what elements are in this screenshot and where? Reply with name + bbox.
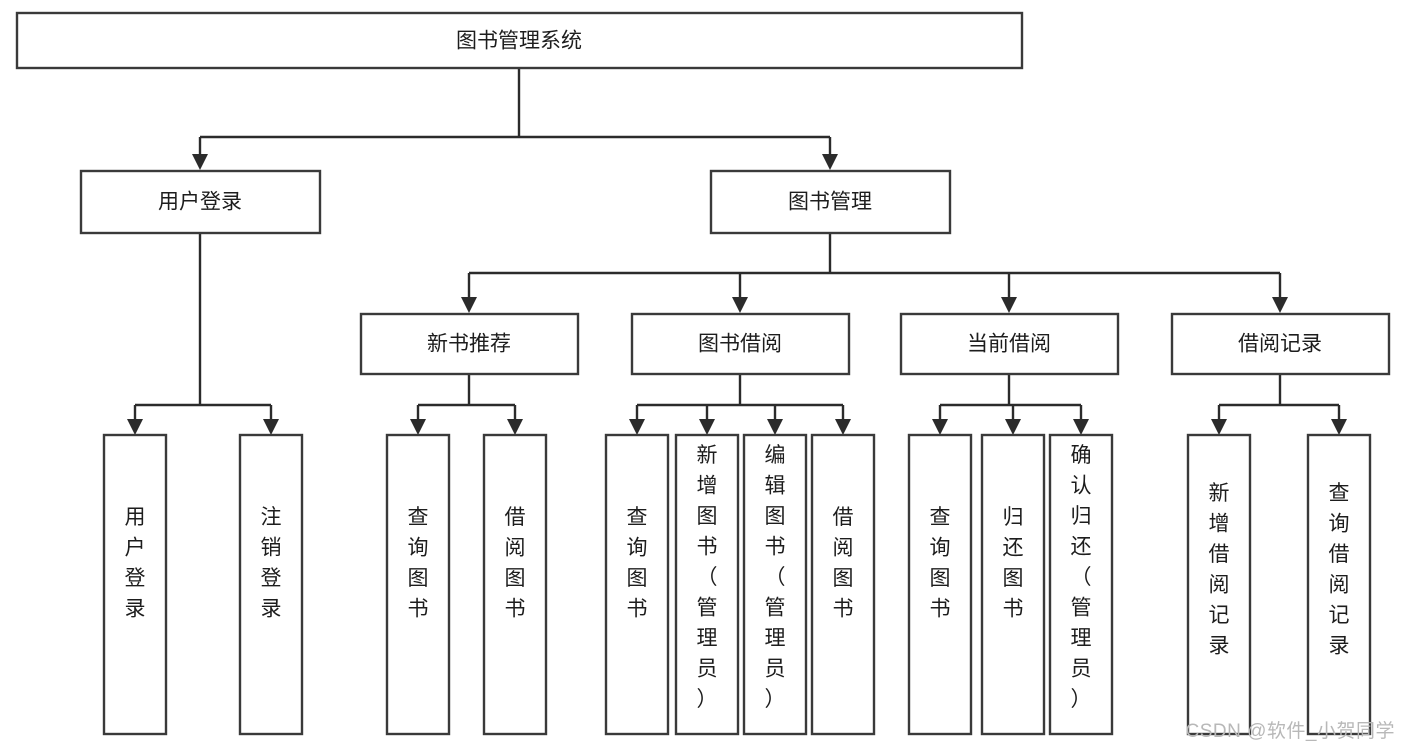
node-root-box[interactable] (15, 11, 1024, 70)
node-book-borrowing-label: 图书借阅 (698, 333, 782, 356)
leaf-logout-label: 注销登录 (261, 506, 282, 621)
leaf-edit-book-admin-label: 编辑图书（管理员） (765, 444, 786, 711)
connector-group-bookmgmt-to-level3 (461, 233, 1288, 313)
arrow-leaf-7 (767, 419, 783, 435)
arrow-leaf-3 (410, 419, 426, 435)
leaf-borrow-books-borrow[interactable]: 借阅图书 (810, 433, 876, 736)
leaf-borrow-books-borrow-label: 借阅图书 (833, 506, 854, 621)
leaf-user-login[interactable]: 用户登录 (102, 433, 168, 736)
node-book-management-label: 图书管理 (788, 191, 872, 214)
node-current-borrowing[interactable]: 当前借阅 (899, 312, 1120, 376)
arrow-leaf-1 (127, 419, 143, 435)
leaf-user-login-box[interactable] (102, 433, 168, 736)
leaf-add-book-admin-box[interactable] (674, 433, 740, 736)
leaf-borrow-books-recommend-label: 借阅图书 (505, 506, 526, 621)
arrow-to-book-mgmt (822, 154, 838, 170)
arrow-to-current-borrow (1001, 297, 1017, 313)
leaf-add-borrow-record-box[interactable] (1186, 433, 1252, 736)
leaf-confirm-return-admin-label: 确认归还（管理员） (1071, 444, 1092, 711)
node-new-book-recommendation-box[interactable] (359, 312, 580, 376)
connector-group-root-to-level2 (192, 68, 838, 170)
arrow-leaf-11 (1073, 419, 1089, 435)
leaf-query-books-borrow[interactable]: 查询图书 (604, 433, 670, 736)
arrow-leaf-9 (932, 419, 948, 435)
leaf-query-books-recommend-label: 查询图书 (408, 506, 429, 621)
leaf-query-books-recommend[interactable]: 查询图书 (385, 433, 451, 736)
leaf-borrow-books-recommend[interactable]: 借阅图书 (482, 433, 548, 736)
connector-group-newbook-to-leaves (410, 374, 523, 435)
arrow-leaf-6 (699, 419, 715, 435)
node-book-borrowing[interactable]: 图书借阅 (630, 312, 851, 376)
arrow-to-new-book (461, 297, 477, 313)
connector-group-bookborrow-to-leaves (629, 374, 851, 435)
node-borrowing-record-label: 借阅记录 (1238, 333, 1322, 356)
leaf-query-borrow-record-box[interactable] (1306, 433, 1372, 736)
node-new-book-recommendation-label: 新书推荐 (427, 333, 511, 356)
leaf-add-book-admin[interactable]: 新增图书（管理员） (674, 433, 740, 736)
leaf-confirm-return-admin-box[interactable] (1048, 433, 1114, 736)
leaf-return-books[interactable]: 归还图书 (980, 433, 1046, 736)
leaf-query-books-current-box[interactable] (907, 433, 973, 736)
arrow-to-borrow (732, 297, 748, 313)
leaf-query-borrow-record-label: 查询借阅记录 (1329, 482, 1350, 658)
node-root-book-management-system[interactable]: 图书管理系统 (15, 11, 1024, 70)
node-user-login-label: 用户登录 (158, 191, 242, 214)
arrow-leaf-8 (835, 419, 851, 435)
node-borrowing-record-box[interactable] (1170, 312, 1391, 376)
leaf-logout[interactable]: 注销登录 (238, 433, 304, 736)
connector-group-borrowrecord-to-leaves (1211, 374, 1347, 435)
leaf-confirm-return-admin[interactable]: 确认归还（管理员） (1048, 433, 1114, 736)
arrow-leaf-13 (1331, 419, 1347, 435)
leaf-add-borrow-record[interactable]: 新增借阅记录 (1186, 433, 1252, 736)
connector-group-currentborrow-to-leaves (932, 374, 1089, 435)
leaf-add-book-admin-label: 新增图书（管理员） (697, 444, 718, 711)
leaf-edit-book-admin-box[interactable] (742, 433, 808, 736)
arrow-to-user-login (192, 154, 208, 170)
leaf-user-login-label: 用户登录 (125, 506, 146, 621)
arrow-leaf-12 (1211, 419, 1227, 435)
arrow-leaf-10 (1005, 419, 1021, 435)
node-user-login[interactable]: 用户登录 (79, 169, 322, 235)
node-root-label: 图书管理系统 (456, 30, 582, 53)
node-current-borrowing-label: 当前借阅 (967, 333, 1051, 356)
leaf-edit-book-admin[interactable]: 编辑图书（管理员） (742, 433, 808, 736)
node-book-management[interactable]: 图书管理 (709, 169, 952, 235)
leaf-return-books-label: 归还图书 (1003, 506, 1024, 621)
leaf-return-books-box[interactable] (980, 433, 1046, 736)
leaf-borrow-books-recommend-box[interactable] (482, 433, 548, 736)
node-user-login-box[interactable] (79, 169, 322, 235)
node-book-borrowing-box[interactable] (630, 312, 851, 376)
arrow-leaf-5 (629, 419, 645, 435)
leaf-add-borrow-record-label: 新增借阅记录 (1209, 482, 1230, 658)
leaf-query-books-recommend-box[interactable] (385, 433, 451, 736)
leaf-query-books-current[interactable]: 查询图书 (907, 433, 973, 736)
leaf-query-borrow-record[interactable]: 查询借阅记录 (1306, 433, 1372, 736)
leaf-logout-box[interactable] (238, 433, 304, 736)
node-borrowing-record[interactable]: 借阅记录 (1170, 312, 1391, 376)
arrow-leaf-4 (507, 419, 523, 435)
arrow-leaf-2 (263, 419, 279, 435)
node-current-borrowing-box[interactable] (899, 312, 1120, 376)
node-new-book-recommendation[interactable]: 新书推荐 (359, 312, 580, 376)
leaf-borrow-books-borrow-box[interactable] (810, 433, 876, 736)
node-book-management-box[interactable] (709, 169, 952, 235)
leaf-query-books-current-label: 查询图书 (930, 506, 951, 621)
leaf-query-books-borrow-label: 查询图书 (627, 506, 648, 621)
arrow-to-borrow-record (1272, 297, 1288, 313)
connector-group-userlogin-to-leaves (127, 233, 279, 435)
leaf-query-books-borrow-box[interactable] (604, 433, 670, 736)
